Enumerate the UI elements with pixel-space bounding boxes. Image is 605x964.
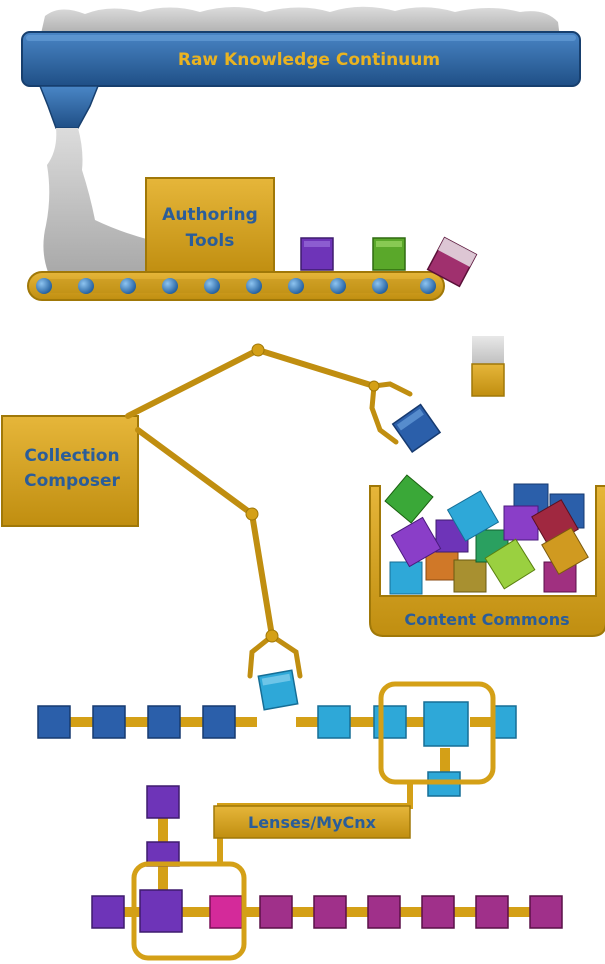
roller: [204, 278, 220, 294]
cyan-cube-gripped: [257, 669, 299, 711]
knowledge-cloud: [40, 6, 560, 38]
roller: [246, 278, 262, 294]
content-commons-label: Content Commons: [404, 610, 569, 629]
arm-joint: [245, 507, 259, 521]
roller: [330, 278, 346, 294]
lenses-label: Lenses/MyCnx: [248, 813, 377, 832]
blue-collection-chain: [37, 705, 257, 739]
roller: [288, 278, 304, 294]
falling-magenta-cube: [426, 236, 478, 288]
lens-selection-frame-bottom: [131, 861, 247, 961]
composer-label-line1: Collection: [24, 446, 119, 466]
authoring-tools-box: [145, 177, 275, 275]
collection-composer-box: [1, 415, 139, 527]
conveyor-belt: [27, 271, 445, 301]
roller: [162, 278, 178, 294]
arm-joint: [265, 629, 279, 643]
roller: [36, 278, 52, 294]
roller: [78, 278, 94, 294]
cyan-collection-chain: [296, 701, 517, 797]
raw-knowledge-continuum-bar: [21, 31, 581, 87]
content-commons-bin: [369, 485, 605, 637]
authoring-label-line1: Authoring: [162, 205, 258, 225]
roller: [420, 278, 436, 294]
lens-selection-frame-top: [378, 681, 496, 785]
roller: [120, 278, 136, 294]
knowledge-stream: [43, 128, 150, 272]
blue-cube-gripped: [391, 403, 442, 453]
roller: [372, 278, 388, 294]
lenses-label-box: [213, 805, 411, 839]
composer-label-line2: Composer: [24, 471, 120, 491]
continuum-funnel: [38, 85, 100, 129]
content-commons-cubes: [384, 474, 589, 595]
arm-joint: [251, 343, 265, 357]
materializing-cube: [471, 336, 505, 397]
upper-robot-arm: [125, 346, 413, 445]
continuum-label: Raw Knowledge Continuum: [178, 50, 440, 70]
authoring-label-line2: Tools: [186, 231, 235, 251]
arm-joint: [368, 380, 380, 392]
